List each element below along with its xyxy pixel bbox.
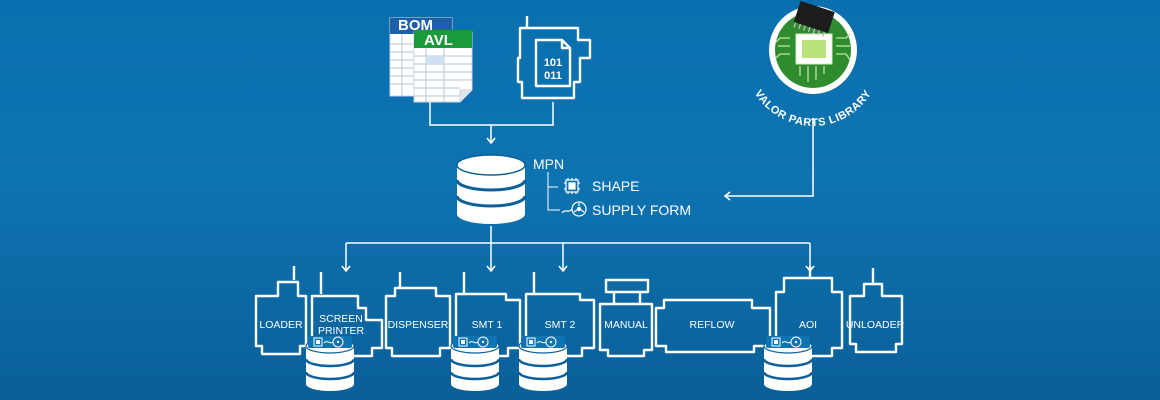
manual-label: MANUAL — [604, 319, 648, 331]
unloader-machine — [848, 268, 904, 354]
chip-reel-badge-icon — [521, 336, 565, 348]
supply-form-label: SUPPLY FORM — [592, 202, 691, 218]
avl-sheet: AVL — [413, 30, 473, 103]
reflow-machine — [654, 298, 772, 354]
chip-reel-badge-icon — [308, 336, 352, 348]
library-connector — [723, 118, 814, 201]
smt-2-database-icon — [517, 336, 569, 391]
aoi-machine — [774, 266, 844, 358]
screen-printer-database-icon — [304, 336, 356, 391]
loader-label: LOADER — [259, 319, 303, 331]
screen-printer-label-line-2: PRINTER — [318, 325, 365, 337]
loader-machine — [254, 266, 308, 356]
unloader-label: UNLOADER — [846, 319, 905, 331]
machine-labels: LOADER SCREEN PRINTER DISPENSER SMT 1 SM… — [259, 313, 904, 337]
machine-databases — [304, 336, 814, 391]
valor-parts-library-logo: VALOR PARTS LIBRARY — [752, 1, 873, 129]
bom-label: BOM — [398, 17, 433, 34]
smt-1-label: SMT 1 — [472, 319, 503, 331]
chip-shape-icon — [564, 178, 580, 194]
manual-machine — [598, 278, 654, 358]
central-database-icon — [455, 154, 527, 224]
binary-line-1: 101 — [544, 57, 562, 69]
dispenser-machine — [384, 272, 452, 358]
avl-label: AVL — [424, 32, 453, 49]
reel-supply-icon — [561, 201, 587, 217]
input-connector — [429, 102, 554, 145]
aoi-database-icon — [762, 336, 814, 391]
smt-1-database-icon — [449, 336, 501, 391]
dispenser-label: DISPENSER — [388, 319, 449, 331]
mpn-tree-lines — [547, 172, 560, 211]
chip-reel-badge-icon — [766, 336, 810, 348]
spreadsheet-documents-icon: BOM AVL — [389, 17, 473, 103]
aoi-label: AOI — [799, 319, 817, 331]
reflow-label: REFLOW — [690, 319, 735, 331]
distribution-connector — [341, 226, 815, 273]
smt-2-label: SMT 2 — [545, 319, 576, 331]
screen-printer-label-line-1: SCREEN — [319, 313, 363, 325]
binary-line-2: 011 — [544, 70, 562, 82]
shape-label: SHAPE — [592, 178, 639, 194]
mpn-label: MPN — [533, 156, 564, 172]
chip-reel-badge-icon — [453, 336, 497, 348]
machine-program-file-icon — [516, 16, 592, 100]
